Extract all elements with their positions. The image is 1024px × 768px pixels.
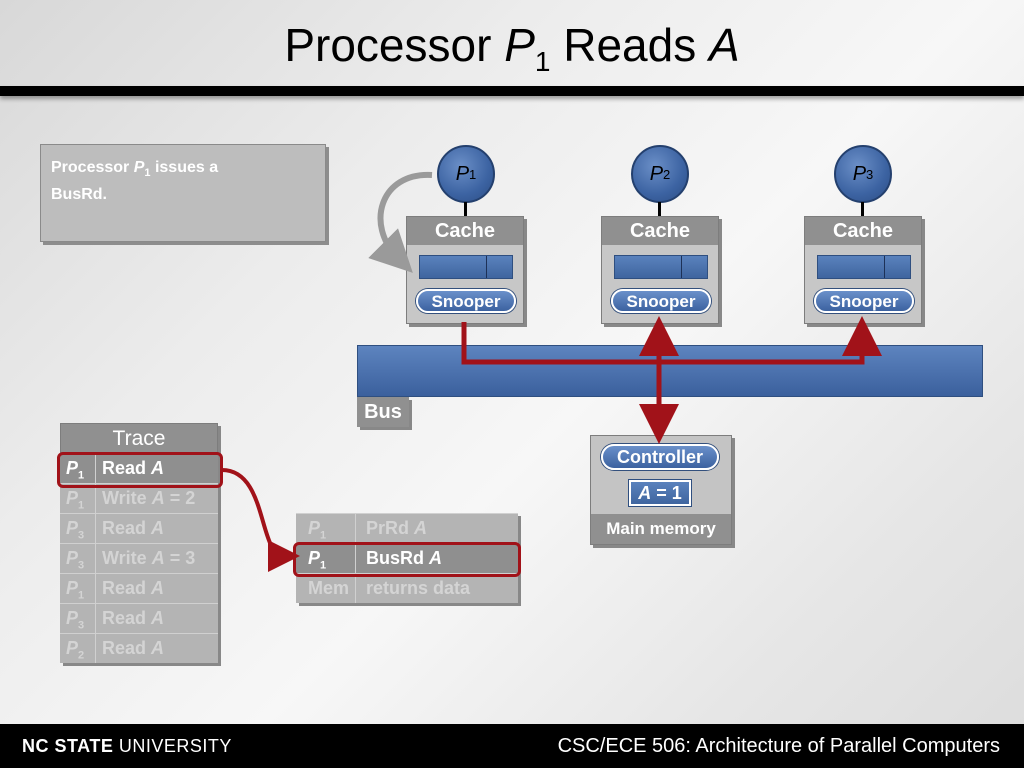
cache-line [817, 255, 911, 279]
processor-link [861, 202, 864, 218]
processor-link [464, 202, 467, 218]
trace-highlight [57, 452, 223, 488]
course-title: CSC/ECE 506: Architecture of Parallel Co… [557, 735, 1000, 757]
footer-bar: NC STATE UNIVERSITY CSC/ECE 506: Archite… [0, 724, 1024, 768]
cache-label: Cache [602, 217, 718, 245]
processor-link [658, 202, 661, 218]
bus-transaction-highlight [293, 542, 521, 577]
bus-label: Bus [357, 397, 409, 427]
snooper-p3: Snooper [814, 289, 914, 313]
snooper-p1: Snooper [416, 289, 516, 313]
cache-line [614, 255, 708, 279]
trace-header: Trace [60, 423, 218, 453]
trace-to-bus-arrow [221, 468, 300, 572]
main-memory: Controller A = 1 Main memory [590, 435, 732, 545]
system-bus [357, 345, 983, 397]
title-rule [0, 86, 1024, 96]
slide-title: Processor P1 Reads A [284, 19, 740, 78]
cache-p2: Cache Snooper [601, 216, 719, 324]
cache-p1: Cache Snooper [406, 216, 524, 324]
cache-p3: Cache Snooper [804, 216, 922, 324]
main-memory-label: Main memory [591, 514, 731, 544]
memory-controller: Controller [601, 444, 719, 470]
memory-value: A = 1 [629, 480, 691, 506]
cache-label: Cache [407, 217, 523, 245]
cache-label: Cache [805, 217, 921, 245]
university-logo: NC STATE UNIVERSITY [22, 736, 232, 756]
cache-line [419, 255, 513, 279]
snooper-p2: Snooper [611, 289, 711, 313]
explanation-note: Processor P1 issues a BusRd. [40, 144, 326, 242]
